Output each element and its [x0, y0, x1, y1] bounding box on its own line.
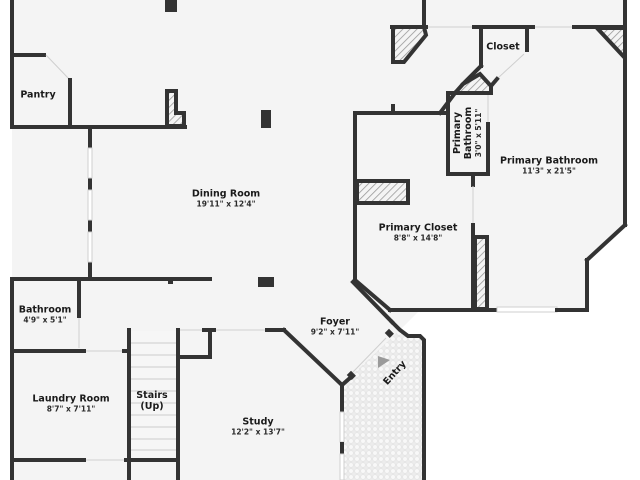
room-name: Dining Room: [191, 188, 261, 200]
room-name: Primary Bathroom: [452, 106, 474, 160]
room-label-dining-room: Dining Room 19'11" x 12'4": [192, 189, 260, 210]
room-label-foyer: Foyer 9'2" x 7'11": [311, 317, 360, 338]
room-label-stairs: Stairs (Up): [136, 390, 167, 412]
stair-treads: [130, 342, 178, 451]
room-dimensions: 12'2" x 13'7": [231, 427, 285, 437]
room-dimensions: 11'3" x 21'5": [522, 166, 576, 176]
room-label-laundry-room: Laundry Room 8'7" x 7'11": [32, 394, 109, 415]
room-name: Bathroom: [18, 304, 72, 316]
room-label-primary-bathroom: Primary Bathroom 11'3" x 21'5": [500, 156, 598, 177]
room-dimensions: 3'0" x 5'11": [474, 108, 483, 158]
room-dimensions: 4'9" x 5'1": [23, 315, 67, 325]
room-name: Primary Bathroom: [500, 155, 598, 167]
room-name: Laundry Room: [32, 393, 110, 405]
room-name: Primary Closet: [378, 222, 458, 234]
room-dimensions: 8'8" x 14'8": [393, 233, 443, 243]
entry-arrow-icon: [378, 356, 390, 368]
room-name: Study: [242, 416, 274, 428]
room-label-closet: Closet: [486, 42, 519, 53]
room-dimensions: 19'11" x 12'4": [196, 199, 256, 209]
walls: [10, 0, 628, 480]
room-label-primary-bathroom-small: Primary Bathroom 3'0" x 5'11": [452, 94, 484, 172]
room-label-bathroom: Bathroom 4'9" x 5'1": [19, 305, 72, 326]
entry-tile-floor: [343, 330, 423, 480]
room-label-primary-closet: Primary Closet 8'8" x 14'8": [379, 223, 458, 244]
room-label-top-partial: 11'0" x 16'0": [78, 0, 132, 3]
room-dimensions: 9'2" x 7'11": [310, 327, 360, 337]
room-label-pantry: Pantry: [20, 90, 55, 101]
room-name: Pantry: [20, 89, 56, 101]
room-name: Stairs: [136, 390, 168, 401]
stairs-direction: (Up): [140, 401, 164, 412]
room-name: Closet: [486, 41, 520, 53]
room-dimensions: 11'0" x 16'0": [78, 0, 132, 3]
room-label-study: Study 12'2" x 13'7": [231, 417, 285, 438]
room-name: Foyer: [320, 316, 350, 328]
room-dimensions: 8'7" x 7'11": [46, 404, 96, 414]
